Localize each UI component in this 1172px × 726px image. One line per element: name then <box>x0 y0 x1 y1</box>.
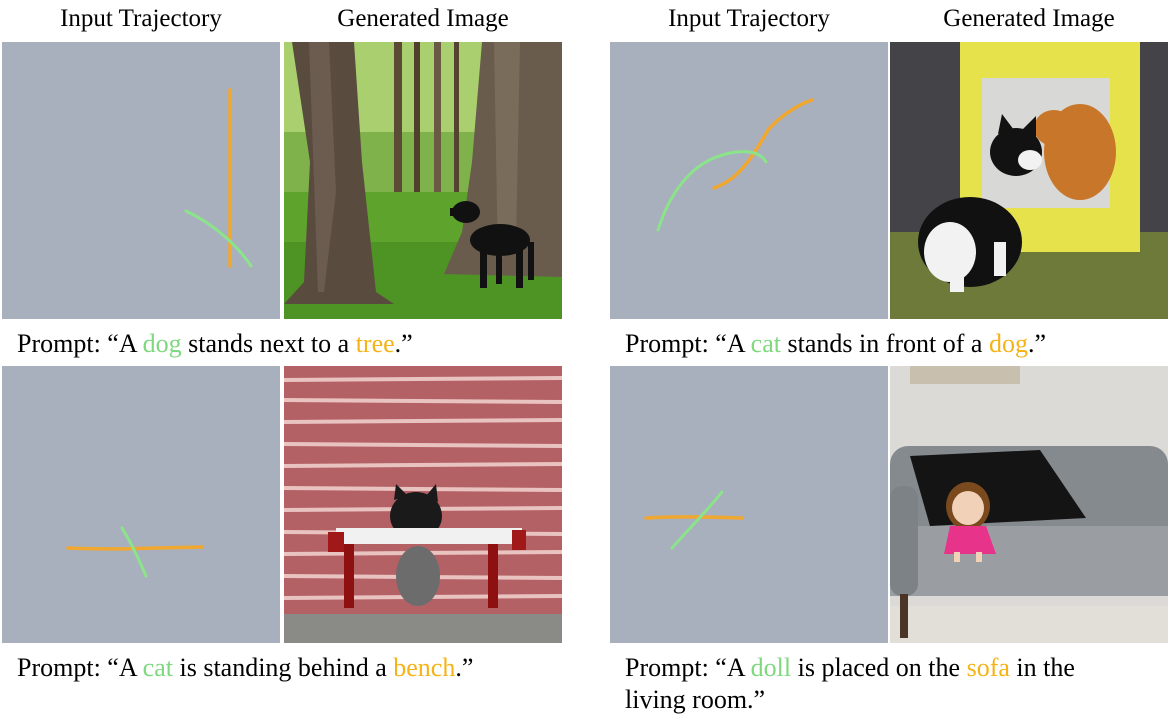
dog-tree-scene <box>284 42 562 319</box>
generated-image-3 <box>284 366 562 643</box>
header-input-trajectory-right: Input Trajectory <box>668 5 830 32</box>
prompt-object: dog <box>988 329 1028 358</box>
prompt-object: tree <box>355 329 395 358</box>
prompt-subject: doll <box>750 653 792 682</box>
prompt-line-1: Prompt: “A doll is placed on the sofa in… <box>625 652 1075 684</box>
cat-dog-scene <box>890 42 1168 319</box>
trajectory-strokes-1 <box>184 88 253 268</box>
doll-sofa-scene <box>890 366 1168 643</box>
prompt-object: sofa <box>966 653 1010 682</box>
prompt-3: Prompt: “A cat is standing behind a benc… <box>17 652 473 684</box>
prompt-suffix: .” <box>1027 329 1046 358</box>
prompt-prefix: Prompt: “A <box>625 329 751 358</box>
trajectory-strokes-2 <box>656 98 814 232</box>
prompt-2: Prompt: “A cat stands in front of a dog.… <box>625 328 1046 360</box>
prompt-prefix: Prompt: “A <box>17 329 143 358</box>
prompt-suffix: .” <box>394 329 413 358</box>
generated-image-1 <box>284 42 562 319</box>
prompt-suffix: .” <box>455 653 474 682</box>
subject-trajectory-stroke <box>120 526 148 578</box>
trajectory-canvas-4 <box>610 366 888 643</box>
subject-trajectory-stroke <box>184 209 253 268</box>
trajectory-canvas-2 <box>610 42 888 319</box>
object-trajectory-stroke <box>644 515 744 520</box>
object-trajectory-stroke <box>712 98 814 190</box>
prompt-suffix: in the <box>1009 653 1075 682</box>
header-input-trajectory-left: Input Trajectory <box>60 5 222 32</box>
prompt-middle: is placed on the <box>791 653 967 682</box>
prompt-middle: stands next to a <box>181 329 356 358</box>
prompt-object: bench <box>393 653 456 682</box>
prompt-middle: stands in front of a <box>780 329 989 358</box>
subject-trajectory-stroke <box>656 150 768 232</box>
subject-trajectory-stroke <box>670 490 724 550</box>
prompt-middle: is standing behind a <box>172 653 394 682</box>
prompt-subject: dog <box>142 329 182 358</box>
trajectory-canvas-3 <box>2 366 280 643</box>
trajectory-strokes-3 <box>66 526 204 578</box>
prompt-prefix: Prompt: “A <box>17 653 143 682</box>
prompt-subject: cat <box>142 653 173 682</box>
header-generated-image-right: Generated Image <box>943 5 1115 32</box>
trajectory-canvas-1 <box>2 42 280 319</box>
prompt-prefix: Prompt: “A <box>625 653 751 682</box>
prompt-1: Prompt: “A dog stands next to a tree.” <box>17 328 413 360</box>
generated-image-2 <box>890 42 1168 319</box>
prompt-4: Prompt: “A doll is placed on the sofa in… <box>625 652 1075 716</box>
generated-image-4 <box>890 366 1168 643</box>
header-generated-image-left: Generated Image <box>337 5 509 32</box>
prompt-subject: cat <box>750 329 781 358</box>
prompt-line-2: living room.” <box>625 685 766 714</box>
trajectory-strokes-4 <box>644 490 744 550</box>
cat-bench-scene <box>284 366 562 643</box>
